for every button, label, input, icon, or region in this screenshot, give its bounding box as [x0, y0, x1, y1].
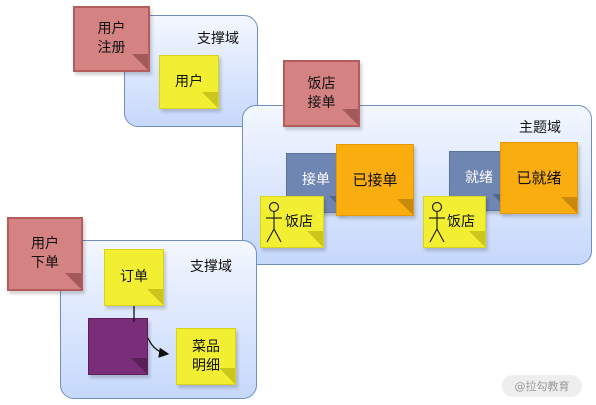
note-curl: [397, 199, 413, 215]
note-curl: [469, 231, 485, 247]
user-register-label: 用户 注册: [97, 21, 126, 56]
already-ready-event: 已就绪: [500, 142, 578, 214]
note-curl: [132, 54, 148, 70]
note-curl: [342, 109, 358, 125]
order-accepted-event: 已接单: [336, 144, 414, 216]
entity-to-dish-arrow: [147, 337, 170, 358]
restaurant-accept-label: 饭店 接单: [307, 75, 336, 111]
dish-detail-entity: 菜品 明细: [176, 328, 236, 385]
note-curl: [219, 368, 235, 384]
user-register-event: 用户 注册: [73, 6, 150, 72]
note-curl: [147, 289, 163, 305]
restaurant-actor-1: 饭店: [260, 196, 324, 248]
restaurant-actor-2: 饭店: [423, 196, 486, 248]
restaurant-1-label: 饭店: [285, 213, 313, 230]
user-order-event: 用户 下单: [7, 217, 83, 291]
note-curl: [131, 358, 147, 374]
support-domain-top-label: 支撑域: [197, 31, 239, 47]
note-curl: [202, 92, 218, 108]
user-order-label: 用户 下单: [31, 236, 59, 271]
stick-figure-icon: [429, 201, 445, 243]
stick-figure-icon: [266, 201, 282, 243]
core-domain-label: 主题域: [519, 120, 561, 136]
already-ready-label: 已就绪: [516, 168, 562, 187]
watermark: @拉勾教育: [502, 375, 582, 397]
order-label: 订单: [120, 269, 148, 285]
accept-order-label: 接单: [302, 171, 330, 188]
note-curl: [561, 197, 577, 213]
order-aggregate: 订单: [104, 249, 164, 306]
note-curl: [65, 273, 81, 289]
dish-detail-label: 菜品 明细: [192, 338, 220, 374]
user-label: 用户: [175, 73, 203, 90]
order-accepted-label: 已接单: [352, 170, 398, 189]
user-aggregate: 用户: [159, 55, 219, 109]
restaurant-accept-event: 饭店 接单: [283, 60, 360, 127]
note-curl: [307, 231, 323, 247]
support-domain-bottom-label: 支撑域: [190, 259, 232, 275]
order-entity: [88, 318, 148, 375]
restaurant-2-label: 饭店: [447, 213, 475, 230]
ready-label: 就绪: [465, 169, 493, 186]
